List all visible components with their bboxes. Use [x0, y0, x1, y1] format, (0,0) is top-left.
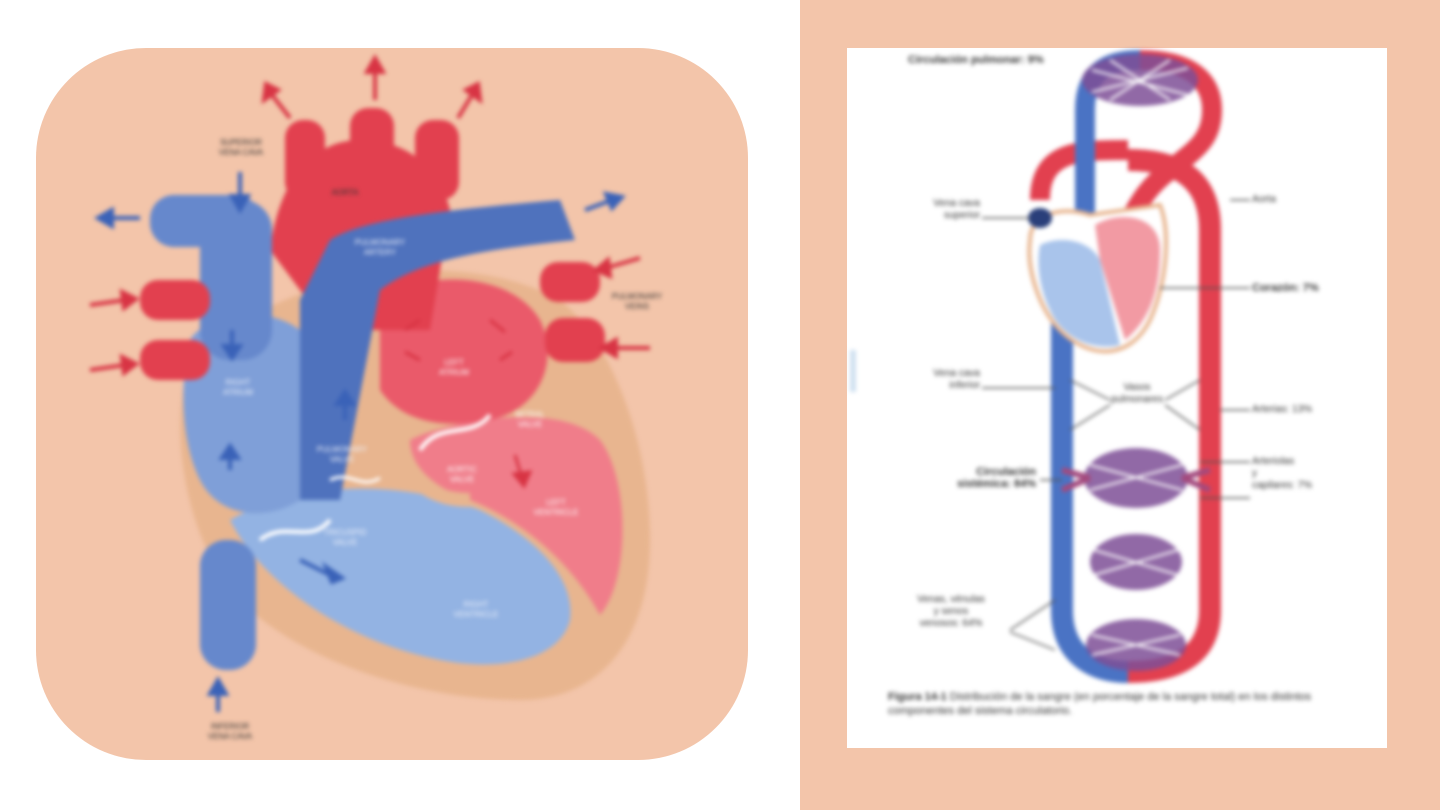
label-vasos-pulmonares: Vasos pulmonares: [1104, 382, 1170, 406]
label-venas: Venas, vénulas y senos venosos: 64%: [896, 594, 1006, 630]
label-aorta-circ: Aorta: [1252, 194, 1276, 206]
caption-figure-number: Figura 14-1: [888, 691, 947, 703]
systemic-capillaries: [1062, 448, 1210, 671]
label-arteriolas-capilares: Arteriolas y capilares: 7%: [1252, 456, 1312, 492]
caption-text: Distribución de la sangre (en porcentaje…: [888, 691, 1311, 717]
label-pulmonary-circulation: Circulación pulmonar: 9%: [908, 54, 1044, 66]
heart-small: [1028, 205, 1166, 351]
pulmonary-capillaries: [1082, 54, 1198, 106]
label-arterias: Arterias: 13%: [1252, 404, 1312, 416]
label-circulacion-sistemica: Circulación sistémica: 84%: [918, 466, 1036, 490]
label-vena-cava-superior: Vena cava superior: [910, 198, 980, 222]
label-corazon: Corazón: 7%: [1252, 282, 1319, 294]
figure-caption: Figura 14-1 Distribución de la sangre (e…: [888, 690, 1368, 718]
label-vena-cava-inferior: Vena cava inferior: [910, 368, 980, 392]
